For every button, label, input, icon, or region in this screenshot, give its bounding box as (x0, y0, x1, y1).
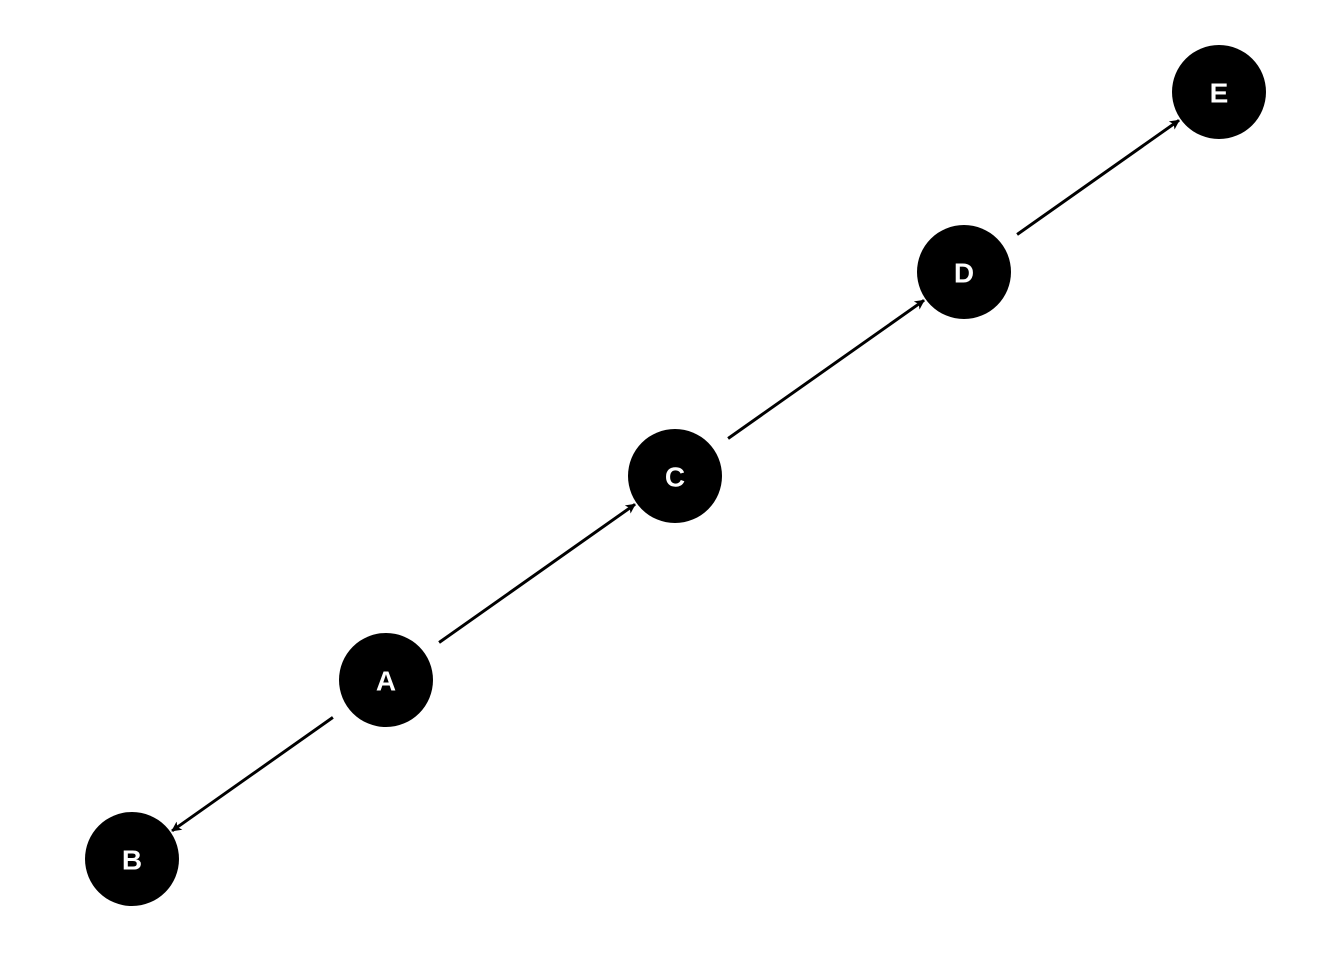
node-label: A (376, 666, 396, 697)
node-a: A (339, 633, 433, 727)
nodes-layer: A B C D E (85, 45, 1266, 906)
node-label: B (122, 845, 142, 876)
node-circle (917, 225, 1011, 319)
edge-c-to-d (727, 299, 925, 440)
edges-layer (171, 119, 1180, 833)
node-d: D (917, 225, 1011, 319)
node-c: C (628, 429, 722, 523)
node-circle (628, 429, 722, 523)
node-b: B (85, 812, 179, 906)
edge-a-to-b (171, 716, 334, 833)
node-label: E (1210, 78, 1229, 109)
node-e: E (1172, 45, 1266, 139)
node-label: C (665, 462, 685, 493)
node-circle (1172, 45, 1266, 139)
node-circle (339, 633, 433, 727)
edge-a-to-c (438, 503, 636, 644)
node-label: D (954, 258, 974, 289)
node-circle (85, 812, 179, 906)
edge-d-to-e (1016, 119, 1180, 236)
